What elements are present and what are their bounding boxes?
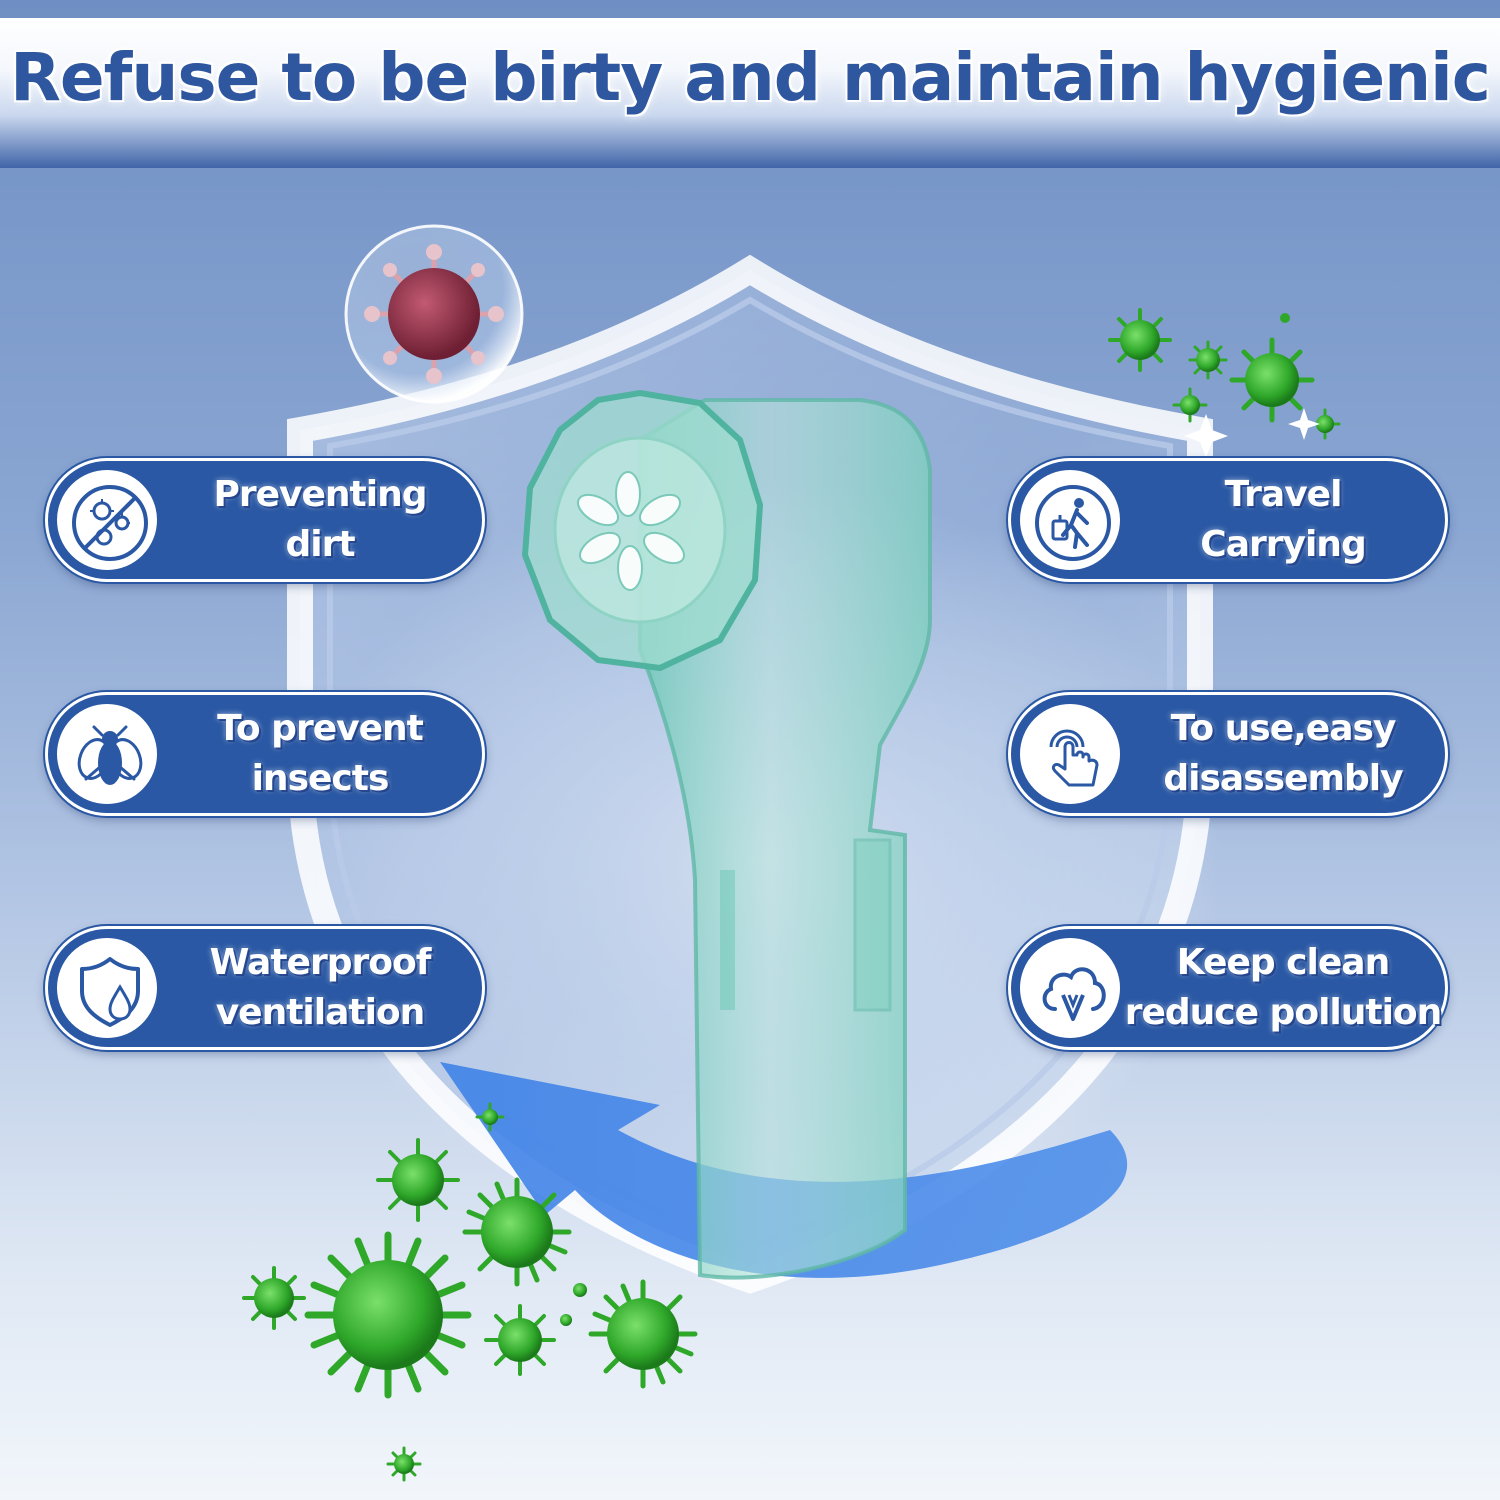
germ-cluster-top	[1108, 308, 1341, 458]
title-banner	[0, 18, 1500, 168]
fly-icon	[77, 725, 143, 785]
shield-drop-icon	[80, 957, 140, 1027]
feature-keep-clean: Keep clean reduce pollution	[1008, 926, 1448, 1050]
feature-label: Preventing dirt	[213, 474, 427, 565]
feature-preventing-dirt: Preventing dirt	[45, 458, 485, 582]
page-title: Refuse to be birty and maintain hygienic	[10, 39, 1491, 116]
feature-travel-carrying: Travel Carrying	[1008, 458, 1448, 582]
no-germs-icon	[72, 485, 148, 561]
vent-holes	[577, 471, 685, 591]
feature-label: Keep clean reduce pollution	[1124, 942, 1443, 1033]
airflow-arrow	[440, 1062, 1128, 1278]
feature-label: To prevent insects	[217, 708, 424, 799]
germ-cluster-bottom	[242, 1102, 698, 1482]
brush-head-cover	[521, 389, 932, 1280]
feature-label: To use,easy disassembly	[1163, 708, 1403, 799]
traveler-luggage-icon	[1035, 485, 1111, 561]
cloud-recycle-icon	[1042, 967, 1106, 1021]
hand-tap-icon	[1049, 729, 1099, 787]
feature-easy-disassembly: To use,easy disassembly	[1008, 692, 1448, 816]
feature-label: Travel Carrying	[1200, 474, 1366, 565]
feature-prevent-insects: To prevent insects	[45, 692, 485, 816]
feature-waterproof-ventilation: Waterproof ventilation	[45, 926, 485, 1050]
feature-label: Waterproof ventilation	[209, 942, 432, 1033]
virus-bubble-icon	[344, 224, 524, 404]
